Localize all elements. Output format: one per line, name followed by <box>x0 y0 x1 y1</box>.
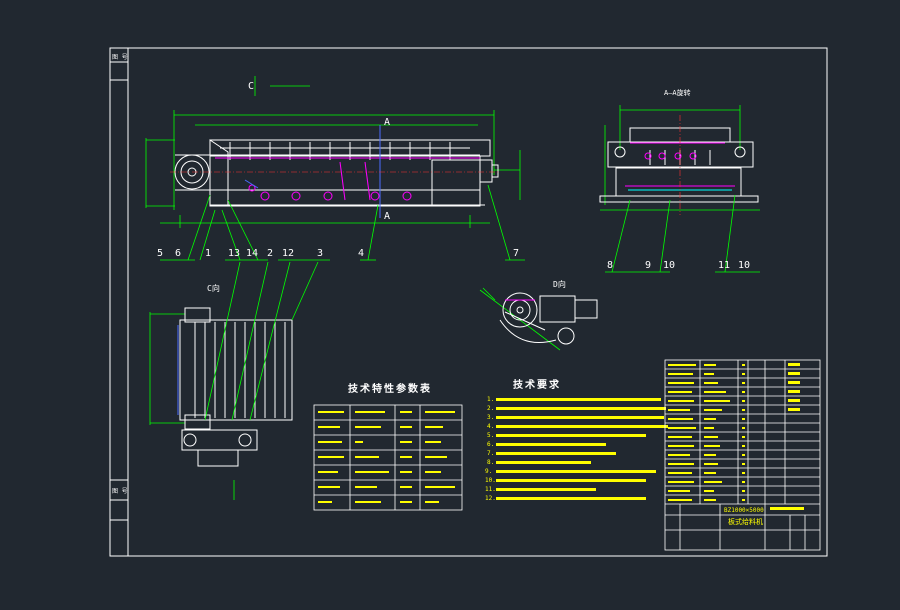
balloon-12: 12 <box>282 248 295 259</box>
balloon-11: 11 <box>718 260 731 271</box>
requirement-7: 7. <box>487 450 495 457</box>
parts-list-table <box>664 359 821 551</box>
drawing-name: BZ1000×5000 <box>724 507 764 514</box>
balloon-9: 9 <box>645 260 652 271</box>
requirement-3: 3. <box>487 414 495 421</box>
detail-d-title: D向 <box>553 280 566 289</box>
balloon-1: 1 <box>205 248 212 259</box>
balloon-2: 2 <box>267 248 274 259</box>
side-section-view <box>599 105 760 215</box>
requirement-4: 4. <box>487 423 495 430</box>
technical-params-cells <box>318 411 455 503</box>
balloon-8: 8 <box>607 260 614 271</box>
leader-lines <box>160 184 760 273</box>
parts-list-cells <box>668 363 804 510</box>
technical-params-table <box>313 404 463 511</box>
balloon-10: 10 <box>663 260 676 271</box>
balloon-6: 6 <box>175 248 182 259</box>
drawing-subtitle: 板式给料机 <box>728 518 763 526</box>
balloon-3: 3 <box>317 248 324 259</box>
balloon-13: 13 <box>228 248 241 259</box>
plan-c-title: C向 <box>207 284 220 293</box>
balloon-4: 4 <box>358 248 365 259</box>
requirement-9: 9. <box>485 468 493 475</box>
section-mark-bottom: A <box>384 211 391 222</box>
corner-stamp-bottom: 图 号 <box>112 488 128 495</box>
requirement-10: 10. <box>485 477 496 484</box>
balloon-10b: 10 <box>738 260 751 271</box>
requirement-8: 8. <box>487 459 495 466</box>
balloon-14: 14 <box>246 248 259 259</box>
balloon-7: 7 <box>513 248 520 259</box>
requirement-1: 1. <box>487 396 495 403</box>
front-elevation-view <box>145 76 521 228</box>
requirement-2: 2. <box>487 405 495 412</box>
corner-stamp-top: 图 号 <box>112 54 128 61</box>
technical-requirements-lines <box>496 398 668 500</box>
side-view-title: A—A旋转 <box>664 89 691 97</box>
requirement-6: 6. <box>487 441 495 448</box>
technical-requirements-title: 技术要求 <box>513 380 561 391</box>
requirement-5: 5. <box>487 432 495 439</box>
section-mark-top: A <box>384 117 391 128</box>
sheet-frame <box>109 47 828 557</box>
front-view-label: C <box>248 81 255 92</box>
plan-c-view <box>149 261 319 500</box>
detail-d-view <box>479 287 598 351</box>
balloon-5: 5 <box>157 248 164 259</box>
requirement-12: 12. <box>485 495 496 502</box>
technical-params-title: 技术特性参数表 <box>348 384 432 395</box>
requirement-11: 11. <box>485 486 496 493</box>
